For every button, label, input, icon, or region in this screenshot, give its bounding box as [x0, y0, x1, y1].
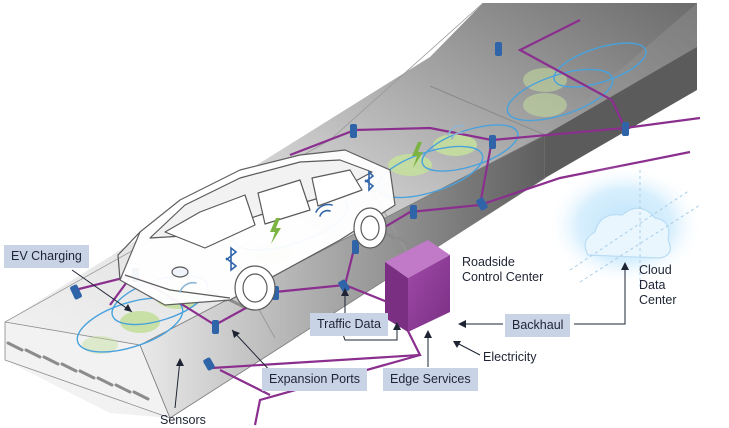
- leader-arrowheads: [124, 262, 629, 366]
- cloud-line-1: Cloud: [639, 263, 672, 277]
- ev-charging-label: EV Charging: [4, 245, 89, 268]
- cloud-line-2: Data: [639, 278, 666, 292]
- electric-car: [117, 149, 396, 311]
- bluetooth-icon: [225, 170, 375, 272]
- expansion-pegs: [6, 228, 414, 401]
- backhaul-label: Backhaul: [505, 314, 571, 337]
- cloud-line-3: Center: [639, 293, 677, 307]
- traffic-data-label: Traffic Data: [310, 313, 388, 336]
- roadside-line-1: Roadside: [462, 255, 515, 269]
- expansion-ports-label: Expansion Ports: [262, 368, 368, 391]
- sensors-label: Sensors: [160, 413, 206, 427]
- edge-services-label: Edge Services: [383, 368, 478, 391]
- roadside-line-2: Control Center: [462, 270, 544, 284]
- electricity-label: Electricity: [483, 350, 537, 364]
- cloud-data-center: [547, 165, 703, 290]
- lightning-icon: [270, 142, 423, 244]
- roadside-control-center-label: Roadside Control Center: [462, 255, 543, 285]
- roadside-control-center-box: [385, 240, 450, 332]
- callout-leaders: [71, 265, 626, 409]
- wifi-icon: [179, 124, 465, 293]
- cloud-data-center-label: Cloud Data Center: [639, 263, 677, 308]
